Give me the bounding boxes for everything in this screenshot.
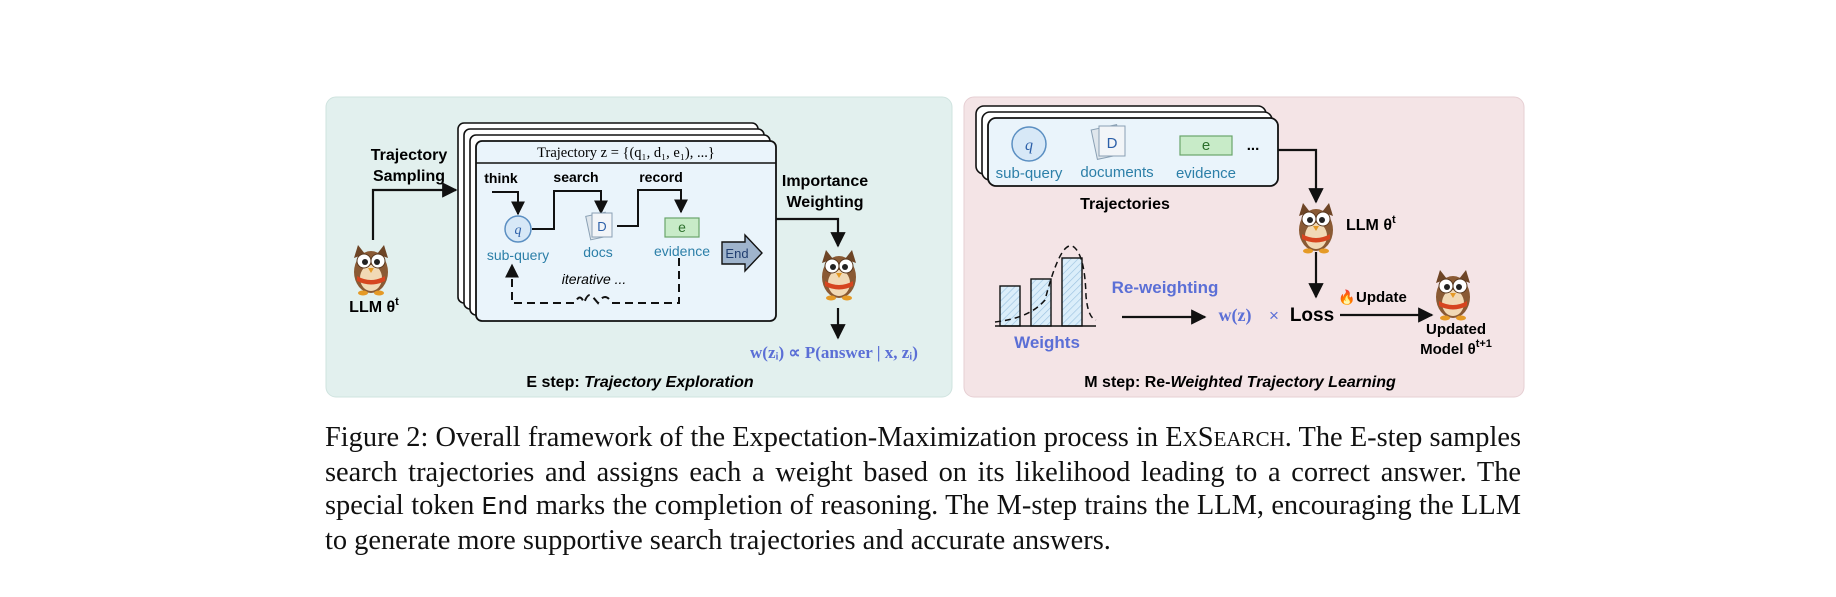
importance-weighting-line2: Weighting — [786, 194, 863, 211]
m-subquery-q-icon — [1011, 126, 1047, 162]
trajectories-to-llm-arrow — [1278, 148, 1324, 204]
end-token-label: End — [725, 246, 748, 261]
iterative-loop-arrow — [505, 258, 680, 306]
framework-figure: Trajectory Sampling LLM θt Trajectory z … — [325, 96, 1525, 398]
e-step-panel: Trajectory Sampling LLM θt Trajectory z … — [325, 96, 953, 398]
docs-label: docs — [583, 244, 613, 260]
m-subquery-label: sub-query — [996, 165, 1063, 182]
svg-text:D: D — [597, 219, 606, 234]
trajectories-label: Trajectories — [1080, 196, 1170, 213]
figure-caption: Figure 2: Overall framework of the Expec… — [325, 422, 1522, 556]
e-step-title: E step: Trajectory Exploration — [526, 374, 754, 391]
end-token-arrow — [721, 233, 763, 273]
svg-text:e: e — [678, 219, 686, 235]
updated-label: Updated — [1426, 321, 1486, 338]
fire-icon: 🔥 — [1338, 289, 1355, 306]
llm-theta-label: LLM θt — [349, 296, 399, 316]
weight-distribution-curve — [994, 245, 1097, 323]
times-symbol: × — [1269, 306, 1279, 325]
subquery-label: sub-query — [487, 247, 549, 263]
svg-text:q: q — [1025, 137, 1033, 154]
evidence-label: evidence — [654, 243, 710, 259]
trajectory-sampling-label-line2: Sampling — [373, 168, 445, 185]
trajectory-sampling-label-line1: Trajectory — [371, 147, 448, 164]
evidence-e-icon — [664, 217, 700, 238]
m-step-title: M step: Re-Weighted Trajectory Learning — [1084, 374, 1396, 391]
trajectory-header: Trajectory z = {(q₁, d₁, e₁), ...} — [537, 145, 715, 161]
wz-label: w(z) — [1219, 305, 1252, 326]
iterative-label: iterative ... — [562, 271, 627, 287]
svg-text:D: D — [1107, 135, 1118, 152]
m-documents-label: documents — [1080, 164, 1153, 181]
record-label: record — [639, 169, 683, 185]
weight-bar-2 — [1030, 278, 1052, 327]
think-label: think — [484, 170, 518, 186]
updated-model-label: Model θt+1 — [1420, 338, 1492, 358]
m-documents-icon — [1090, 124, 1126, 160]
search-label: search — [553, 169, 598, 185]
subquery-q-icon — [504, 215, 532, 243]
weights-label: Weights — [1014, 333, 1080, 352]
system-name: EXSEARCH — [1165, 422, 1285, 453]
importance-weighting-line1: Importance — [782, 173, 868, 190]
weight-bar-3 — [1061, 257, 1083, 327]
weight-formula: w(zᵢ) ∝ P(answer | x, zᵢ) — [750, 343, 918, 362]
end-token-code: End — [481, 492, 529, 522]
reweighting-label: Re-weighting — [1112, 278, 1219, 297]
svg-text:q: q — [515, 223, 522, 238]
sampling-arrow — [371, 182, 458, 240]
m-evidence-label: evidence — [1176, 165, 1236, 182]
docs-icon — [585, 211, 613, 241]
m-ellipsis: ... — [1247, 137, 1260, 154]
update-label: Update — [1356, 289, 1407, 306]
svg-text:e: e — [1202, 137, 1210, 154]
loss-label: Loss — [1290, 305, 1334, 326]
weights-histogram — [994, 245, 1097, 327]
weighting-arrow — [776, 217, 846, 248]
m-llm-theta-label: LLM θt — [1346, 214, 1396, 234]
m-evidence-e-icon — [1179, 135, 1233, 156]
m-step-panel: q sub-query D documents e evidence ... T… — [963, 96, 1525, 398]
